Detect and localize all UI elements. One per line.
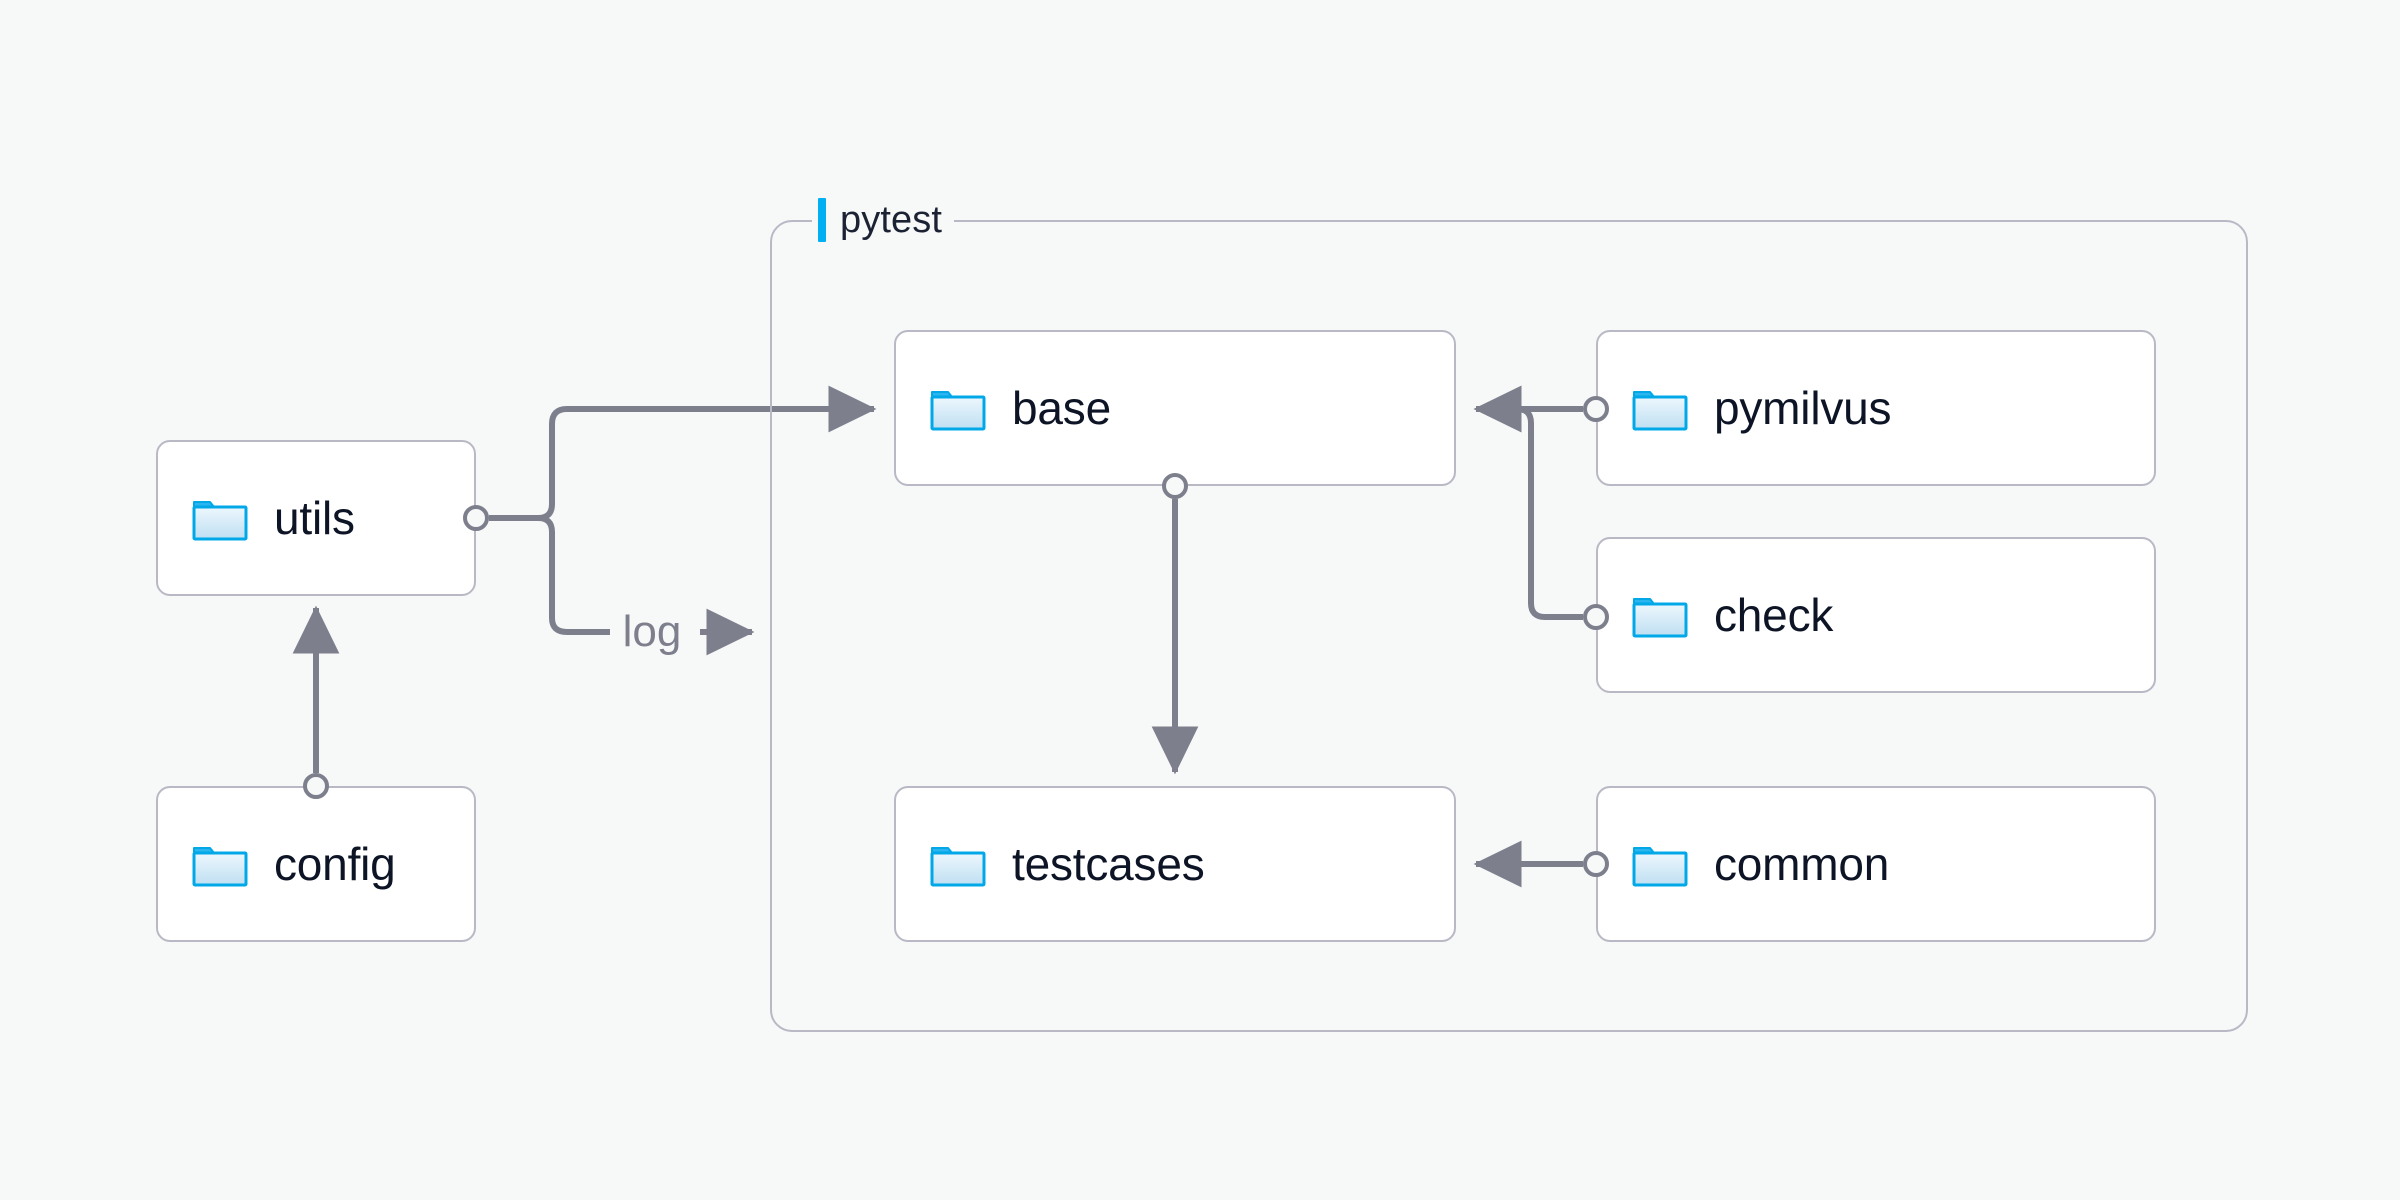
folder-icon xyxy=(192,847,248,887)
node-testcases[interactable]: testcases xyxy=(894,786,1456,942)
group-label-text: pytest xyxy=(840,198,942,241)
edge-label-log: log xyxy=(612,607,692,657)
node-label-common: common xyxy=(1714,838,1890,890)
config-top-port[interactable] xyxy=(303,773,329,799)
node-pymilvus[interactable]: pymilvus xyxy=(1596,330,2156,486)
group-accent-bar xyxy=(818,198,826,242)
node-base[interactable]: base xyxy=(894,330,1456,486)
folder-icon xyxy=(1632,598,1688,638)
node-label-base: base xyxy=(1012,382,1111,434)
node-label-config: config xyxy=(274,838,396,890)
node-common[interactable]: common xyxy=(1596,786,2156,942)
node-utils[interactable]: utils xyxy=(156,440,476,596)
node-label-utils: utils xyxy=(274,492,355,544)
pymilvus-left-port[interactable] xyxy=(1583,396,1609,422)
folder-icon xyxy=(930,847,986,887)
node-label-pymilvus: pymilvus xyxy=(1714,382,1892,434)
check-left-port[interactable] xyxy=(1583,604,1609,630)
pytest-group-label: pytest xyxy=(812,192,954,248)
folder-icon xyxy=(930,391,986,431)
node-label-testcases: testcases xyxy=(1012,838,1205,890)
node-check[interactable]: check xyxy=(1596,537,2156,693)
folder-icon xyxy=(192,501,248,541)
base-bottom-port[interactable] xyxy=(1162,473,1188,499)
pytest-group[interactable] xyxy=(770,220,2248,1032)
utils-right-port[interactable] xyxy=(463,505,489,531)
node-label-check: check xyxy=(1714,589,1834,641)
common-left-port[interactable] xyxy=(1583,851,1609,877)
node-config[interactable]: config xyxy=(156,786,476,942)
folder-icon xyxy=(1632,391,1688,431)
folder-icon xyxy=(1632,847,1688,887)
edge-utils-to-pytest xyxy=(532,515,610,635)
